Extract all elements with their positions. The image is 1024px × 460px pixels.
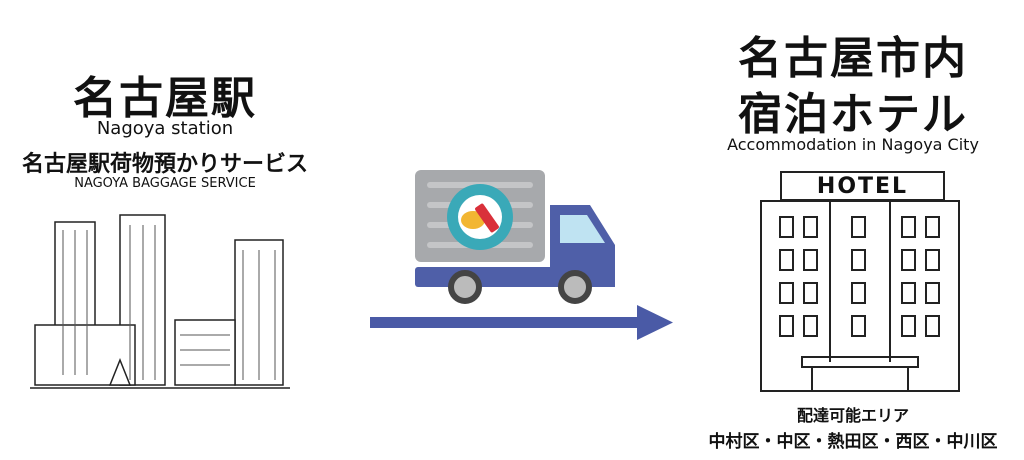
destination-title-line1: 名古屋市内 bbox=[738, 33, 968, 84]
hotel-window bbox=[779, 249, 794, 271]
hotel-window bbox=[803, 315, 818, 337]
service-name-en: NAGOYA BAGGAGE SERVICE bbox=[74, 176, 256, 191]
hotel-window bbox=[779, 315, 794, 337]
hotel-window bbox=[925, 315, 940, 337]
origin-subtitle: Nagoya station bbox=[96, 118, 234, 139]
hotel-window bbox=[803, 216, 818, 238]
hotel-window bbox=[851, 216, 866, 238]
hotel-window bbox=[925, 249, 940, 271]
delivery-area-label: 配達可能エリア bbox=[796, 406, 909, 425]
hotel-window bbox=[851, 315, 866, 337]
hotel-window bbox=[851, 249, 866, 271]
hotel-window bbox=[803, 282, 818, 304]
hotel-window bbox=[901, 216, 916, 238]
hotel-window bbox=[779, 216, 794, 238]
destination-title-line2: 宿泊ホテル bbox=[738, 89, 968, 140]
hotel-window bbox=[779, 282, 794, 304]
hotel-window bbox=[803, 249, 818, 271]
delivery-area-list: 中村区・中区・熱田区・西区・中川区 bbox=[708, 432, 998, 452]
delivery-truck-illustration bbox=[415, 170, 615, 304]
destination-subtitle: Accommodation in Nagoya City bbox=[727, 135, 979, 154]
hotel-window bbox=[925, 282, 940, 304]
hotel-window bbox=[901, 249, 916, 271]
service-name: 名古屋駅荷物預かりサービス bbox=[21, 152, 308, 177]
delivery-arrow bbox=[370, 305, 673, 340]
baggage-service-logo bbox=[447, 184, 513, 250]
hotel-building-illustration bbox=[760, 200, 960, 392]
hotel-window bbox=[925, 216, 940, 238]
hotel-window bbox=[901, 315, 916, 337]
hotel-sign: HOTEL bbox=[780, 171, 945, 201]
hotel-window bbox=[851, 282, 866, 304]
nagoya-station-buildings-illustration bbox=[30, 214, 290, 389]
hotel-window bbox=[901, 282, 916, 304]
origin-title: 名古屋駅 bbox=[73, 73, 257, 124]
